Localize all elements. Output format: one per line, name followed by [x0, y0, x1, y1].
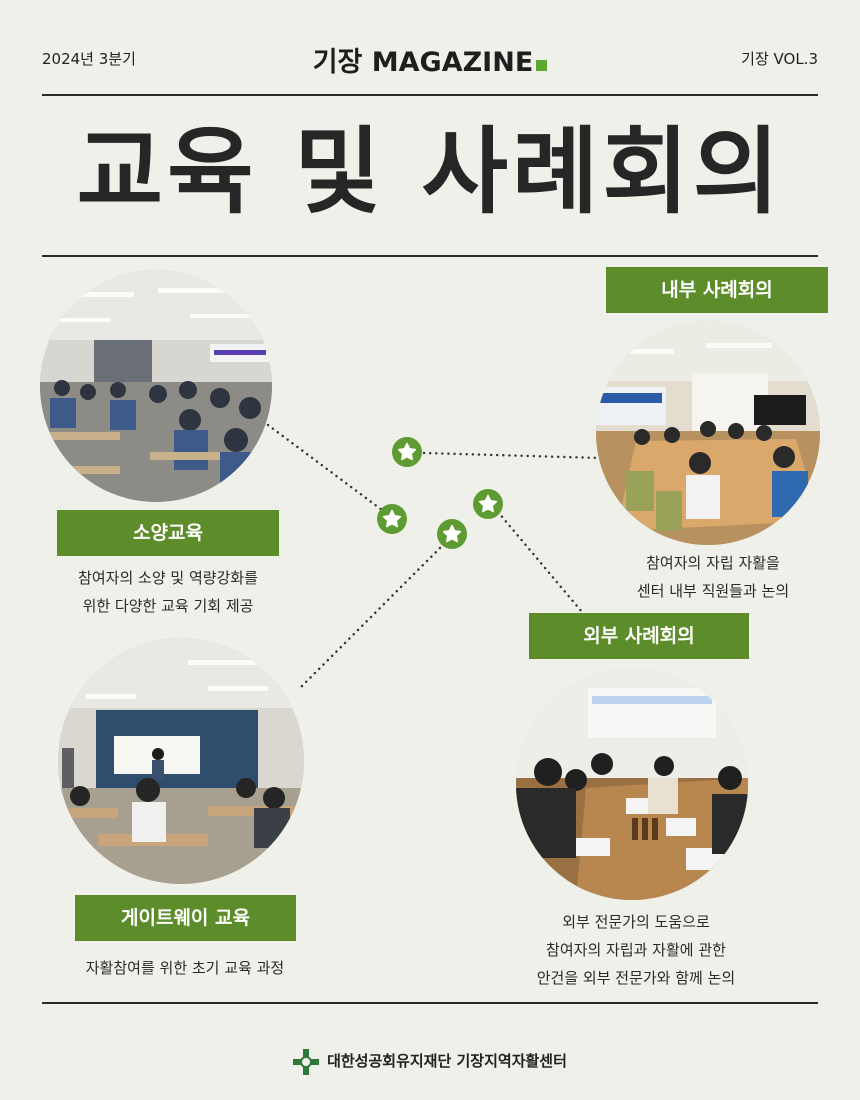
top-rule — [42, 94, 818, 96]
desc-external: 외부 전문가의 도움으로 참여자의 자립과 자활에 관한 안건을 외부 전문가와… — [506, 908, 766, 992]
desc-internal-line-1: 참여자의 자립 자활을 — [646, 554, 780, 572]
photo-gateway-education — [58, 638, 304, 884]
magazine-name-text: 기장 MAGAZINE — [312, 47, 534, 78]
connector-gateway — [296, 546, 442, 692]
star-icon — [377, 504, 407, 534]
connector-external — [496, 510, 584, 614]
desc-internal-line-2: 센터 내부 직원들과 논의 — [636, 582, 790, 600]
label-soyang: 소양교육 — [57, 510, 279, 556]
desc-gateway-line-1: 자활참여를 위한 초기 교육 과정 — [85, 959, 285, 977]
title-rule — [42, 255, 818, 257]
bottom-rule — [42, 1002, 818, 1004]
desc-external-line-1: 외부 전문가의 도움으로 — [562, 913, 710, 931]
page-title: 교육 및 사례회의 — [76, 118, 784, 227]
label-external: 외부 사례회의 — [529, 613, 749, 659]
star-icon — [473, 489, 503, 519]
star-icon — [392, 437, 422, 467]
magazine-name: 기장 MAGAZINE — [0, 40, 860, 79]
label-internal: 내부 사례회의 — [606, 267, 828, 313]
star-icon — [437, 519, 467, 549]
connector-soyang — [266, 423, 384, 512]
connector-internal — [422, 451, 602, 460]
desc-external-line-3: 안건을 외부 전문가와 함께 논의 — [536, 969, 736, 987]
photo-soyang-lecture — [40, 270, 272, 502]
photo-external-meeting — [516, 668, 748, 900]
desc-soyang-line-2: 위한 다양한 교육 기회 제공 — [82, 597, 254, 615]
organization-name: 대한성공회유지재단 기장지역자활센터 — [327, 1052, 567, 1070]
desc-internal: 참여자의 자립 자활을 센터 내부 직원들과 논의 — [600, 549, 826, 605]
desc-gateway: 자활참여를 위한 초기 교육 과정 — [50, 954, 320, 982]
volume-number: 기장 VOL.3 — [741, 50, 818, 68]
desc-soyang-line-1: 참여자의 소양 및 역량강화를 — [78, 569, 258, 587]
cross-logo-icon — [293, 1048, 320, 1075]
desc-external-line-2: 참여자의 자립과 자활에 관한 — [546, 941, 726, 959]
issue-date: 2024년 3분기 — [42, 50, 136, 68]
footer: 대한성공회유지재단 기장지역자활센터 — [0, 1046, 860, 1076]
green-square-icon — [536, 60, 548, 71]
desc-soyang: 참여자의 소양 및 역량강화를 위한 다양한 교육 기회 제공 — [40, 564, 296, 620]
photo-internal-meeting — [596, 321, 820, 545]
label-gateway: 게이트웨이 교육 — [75, 895, 296, 941]
